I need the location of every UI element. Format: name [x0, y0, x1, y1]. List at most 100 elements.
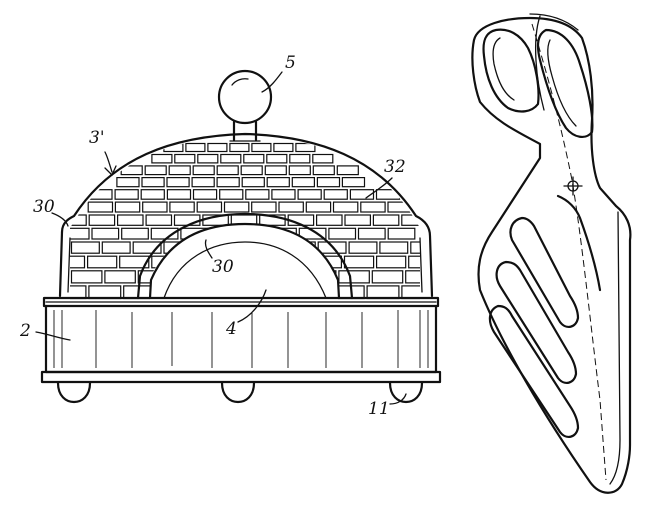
brick — [331, 285, 365, 300]
label-foot: 11 — [368, 399, 390, 419]
brick — [209, 227, 238, 240]
brick — [332, 201, 359, 213]
brick — [216, 177, 240, 188]
brick — [140, 189, 165, 200]
brick — [173, 214, 201, 226]
brick — [171, 270, 203, 284]
brick — [87, 201, 114, 213]
brick — [157, 285, 191, 300]
brick — [245, 189, 270, 200]
brick — [372, 214, 400, 226]
brick — [88, 214, 116, 226]
dome-outline — [60, 132, 434, 298]
brick — [116, 214, 144, 226]
brick — [70, 241, 100, 254]
brick — [262, 285, 296, 300]
brick — [70, 227, 90, 240]
brick — [348, 241, 378, 254]
peel-blade — [471, 16, 632, 494]
brick — [288, 165, 311, 176]
brick — [141, 177, 165, 188]
brick — [101, 241, 131, 254]
label-dome: 3' — [89, 128, 105, 148]
label-knob: 5 — [285, 53, 296, 73]
brick — [338, 270, 370, 284]
brick — [169, 201, 195, 213]
brick — [408, 255, 420, 269]
label-bricks: 32 — [384, 157, 406, 177]
brick — [207, 142, 228, 153]
brick — [316, 177, 341, 188]
brick — [323, 189, 348, 200]
brick — [38, 271, 68, 283]
base-rim — [42, 296, 440, 308]
brick — [344, 214, 371, 226]
brick — [229, 142, 250, 153]
brick — [251, 142, 272, 153]
brick — [240, 165, 263, 176]
brick — [145, 214, 173, 226]
brick — [379, 241, 409, 254]
brick — [251, 201, 277, 213]
brick — [227, 285, 261, 300]
brick — [264, 165, 287, 176]
brick — [387, 227, 416, 240]
brick — [349, 189, 375, 200]
brick — [405, 270, 420, 284]
brick — [241, 177, 265, 188]
knob — [217, 69, 273, 142]
brick — [104, 270, 136, 284]
brick — [297, 189, 322, 200]
brick — [278, 201, 304, 213]
brick — [114, 189, 139, 200]
brick — [247, 255, 278, 269]
label-base: 2 — [19, 321, 31, 341]
brick — [366, 285, 400, 300]
brick — [336, 165, 359, 176]
brick — [266, 153, 288, 164]
brick — [341, 177, 366, 188]
label-opening: 4 — [225, 319, 237, 339]
brick — [194, 241, 224, 254]
brick — [166, 177, 190, 188]
pizza-peel — [471, 13, 632, 494]
brick — [291, 177, 315, 188]
brick — [243, 153, 265, 164]
brick — [376, 255, 407, 269]
brick — [119, 255, 150, 269]
brick — [151, 255, 182, 269]
brick — [219, 189, 244, 200]
brick — [151, 153, 173, 164]
brick — [305, 201, 332, 213]
brick — [317, 241, 347, 254]
brick — [116, 177, 140, 188]
brick — [343, 255, 375, 269]
brick — [168, 165, 191, 176]
brick — [259, 214, 286, 226]
brick — [144, 165, 167, 176]
brick — [328, 227, 357, 240]
brick-pattern — [38, 142, 420, 300]
label-arch-rim: 30 — [212, 257, 234, 277]
brick — [289, 153, 311, 164]
brick — [266, 177, 290, 188]
brick — [239, 227, 268, 240]
brick — [410, 241, 420, 254]
brick — [192, 165, 215, 176]
brick — [271, 189, 296, 200]
brick — [312, 165, 335, 176]
brick — [88, 285, 122, 300]
brick — [70, 270, 103, 284]
brick — [132, 241, 162, 254]
brick — [304, 270, 337, 284]
brick — [371, 270, 404, 284]
brick — [312, 153, 334, 164]
brick — [70, 255, 86, 269]
leader-lines — [35, 71, 407, 405]
pizza-oven: 5 3' 30 30 32 4 2 11 — [19, 53, 442, 419]
brick — [295, 142, 316, 153]
brick — [223, 201, 250, 213]
arch-opening — [136, 212, 354, 300]
